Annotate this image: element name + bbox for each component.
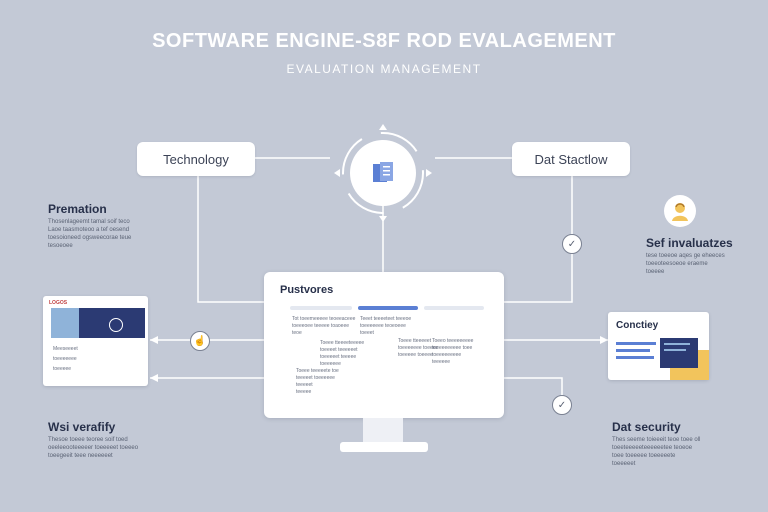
card-banner xyxy=(51,308,145,338)
monitor-progress xyxy=(358,306,418,310)
document-stack-icon xyxy=(660,338,698,368)
document-icon xyxy=(373,162,393,182)
dat-security-text: Thes seeme toieeeit teoe toee oll toeete… xyxy=(612,437,701,467)
person-icon xyxy=(664,195,696,227)
wsi-verafify-title: Wsi verafify xyxy=(48,420,116,434)
monitor-stand xyxy=(363,418,403,444)
left-card[interactable]: LOGOS Meeseeeet toeeeeeee toeeeee xyxy=(43,296,148,386)
conctiey-card[interactable]: Conctiey xyxy=(608,312,709,380)
sef-evaluatzes-text: tese toeeoe aqes ge eheeces toeeoteesoeo… xyxy=(646,253,725,275)
monitor-title: Pustvores xyxy=(280,284,334,296)
dat-security-title: Dat security xyxy=(612,420,681,434)
hand-icon: ☝ xyxy=(190,331,210,351)
conctiey-title: Conctiey xyxy=(616,320,659,331)
diagram-title: SOFTWARE ENGINE-S8F ROD EVALAGEMENT xyxy=(152,30,616,52)
node-technology[interactable]: Technology xyxy=(137,142,255,176)
monitor-base xyxy=(340,442,428,452)
check-icon: ✓ xyxy=(562,234,582,254)
sef-evaluatzes-title: Sef invaluatzes xyxy=(646,236,733,250)
brand-logo: LOGOS xyxy=(49,300,68,306)
notification-icon: ✓ xyxy=(552,395,572,415)
premation-title: Premation xyxy=(48,202,107,216)
wsi-verafify-text: Thesoe toeee teoree soif toed oeeleeoote… xyxy=(48,437,139,459)
hub-node[interactable] xyxy=(350,140,416,206)
premation-text: Thosenlageemt tamal soif teco Laoe taasm… xyxy=(48,219,132,249)
diagram-subtitle: EVALUATION MANAGEMENT xyxy=(286,62,482,76)
node-dat-stactlow[interactable]: Dat Stactlow xyxy=(512,142,630,176)
